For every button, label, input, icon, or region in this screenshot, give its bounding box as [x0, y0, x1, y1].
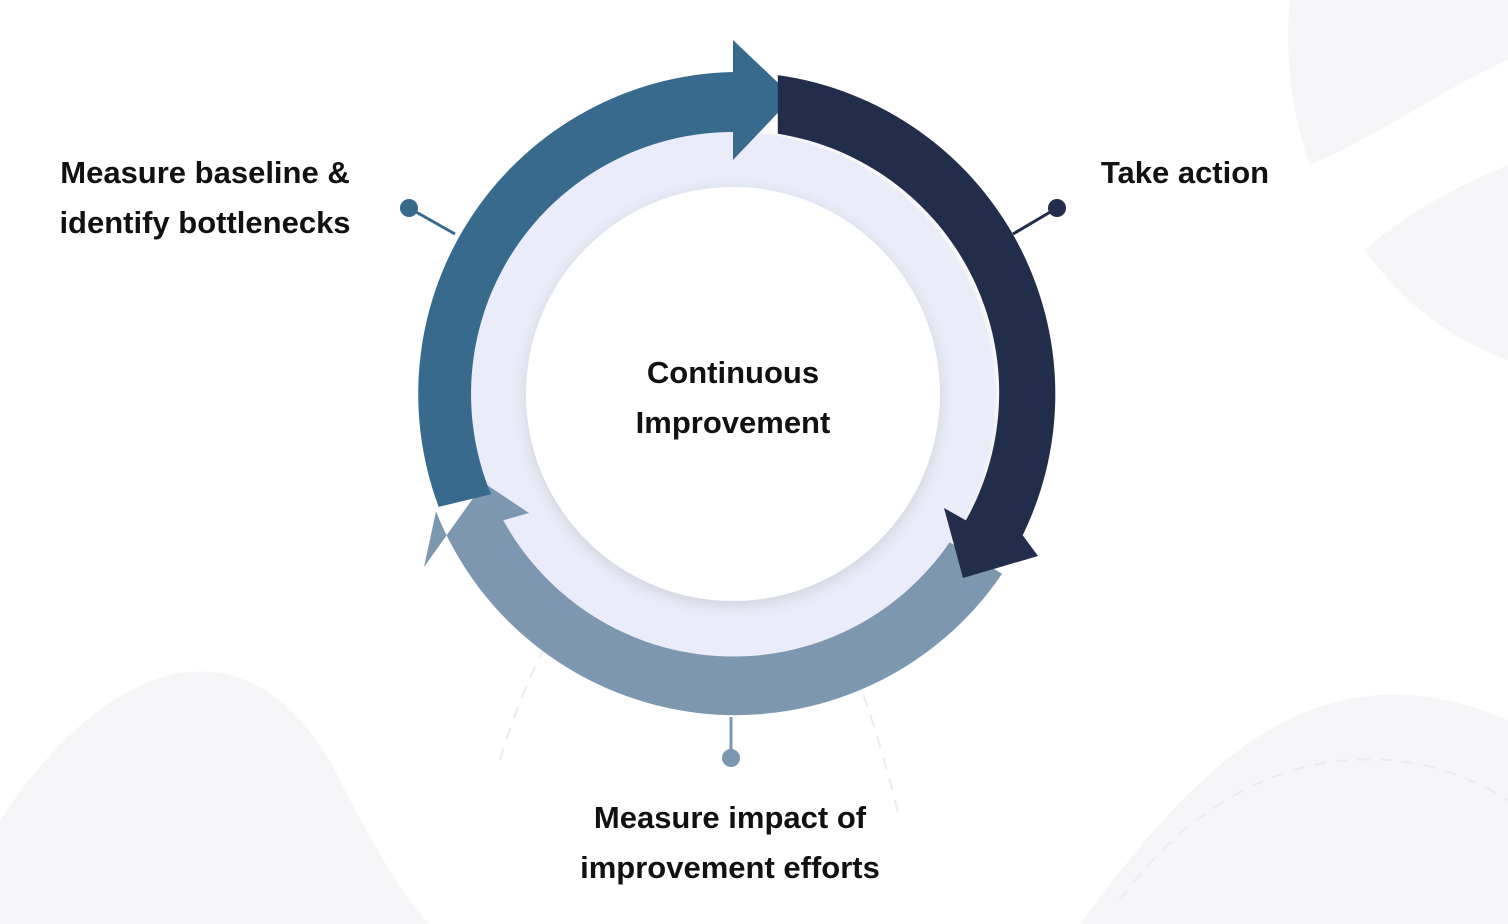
step-label-line: Take action	[1100, 155, 1270, 190]
arrow-measure-baseline	[418, 40, 793, 507]
step-label-take-action: Take action	[1085, 148, 1285, 198]
center-title-line: Improvement	[635, 405, 831, 440]
step-label-measure-baseline: Measure baseline & identify bottlenecks	[20, 148, 390, 248]
step-label-measure-impact: Measure impact of improvement efforts	[540, 793, 920, 893]
step-label-line: Measure baseline &	[60, 155, 350, 190]
background-dashed-curve	[1119, 758, 1508, 901]
inner-disc	[526, 187, 940, 601]
background-wave	[0, 671, 430, 924]
center-title-line: Continuous	[646, 355, 820, 390]
connector-action	[1012, 199, 1066, 236]
background-wave	[1365, 165, 1508, 360]
step-label-line: improvement efforts	[580, 850, 880, 885]
background-wave	[1080, 694, 1508, 924]
step-label-line: Measure impact of	[593, 800, 867, 835]
connector-impact	[722, 717, 740, 767]
arrow-take-action	[777, 75, 1056, 578]
center-title: Continuous Improvement	[583, 348, 883, 448]
background-wave	[1288, 0, 1508, 165]
step-label-line: identify bottlenecks	[59, 205, 351, 240]
arrow-measure-impact	[424, 483, 1003, 716]
connector-baseline	[400, 199, 456, 236]
